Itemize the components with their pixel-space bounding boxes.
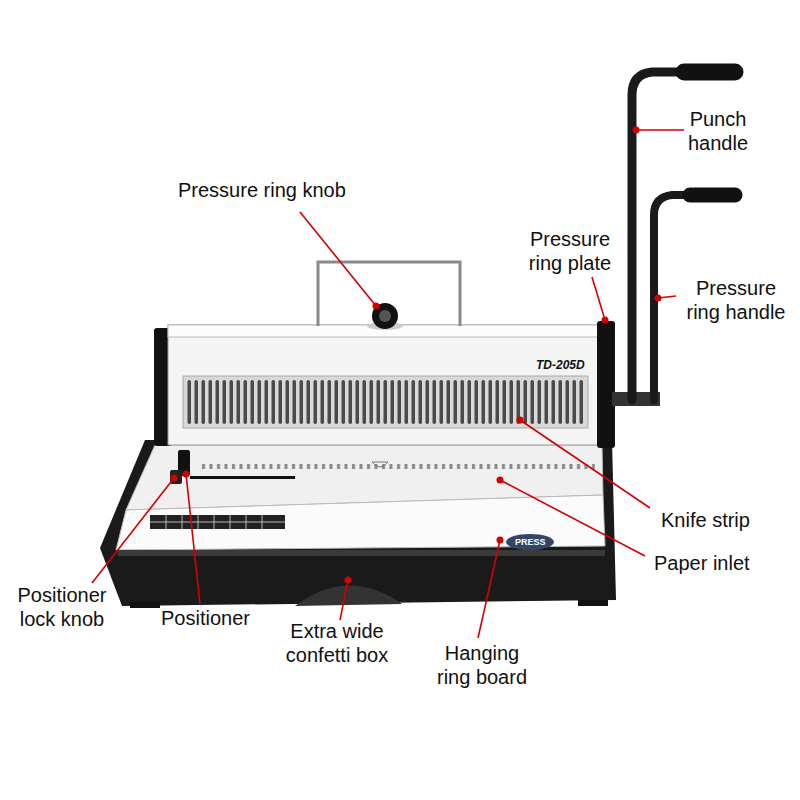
part-label: Positioner lock knob xyxy=(7,583,117,631)
part-label: Pressure ring handle xyxy=(680,276,792,324)
part-label: Extra wide confetti box xyxy=(272,619,402,667)
leader-dot xyxy=(183,471,190,478)
paper-inlet xyxy=(200,460,595,474)
leader-dot xyxy=(633,127,640,134)
center-mark xyxy=(372,462,388,467)
foot xyxy=(578,600,608,606)
leader-dot xyxy=(345,577,352,584)
leader-line xyxy=(478,540,500,638)
leader-dot xyxy=(373,303,380,310)
pressure-ring-knob xyxy=(372,303,398,329)
pressure-ring-handle-rod xyxy=(654,195,688,400)
leader-line xyxy=(636,129,684,131)
leader-lines xyxy=(92,130,684,638)
leader-dots xyxy=(171,127,662,584)
model-number: TD-205D xyxy=(536,358,585,372)
housing xyxy=(168,325,600,445)
part-label: Paper inlet xyxy=(654,551,750,575)
leader-line xyxy=(340,580,348,620)
pressure-ring-plate xyxy=(597,321,615,448)
leader-dot xyxy=(171,475,178,482)
setting-table xyxy=(150,515,285,529)
leader-line xyxy=(186,474,200,604)
base-frame xyxy=(100,440,616,606)
part-label: Punch handle xyxy=(678,107,758,155)
confetti-box-handle xyxy=(295,585,402,606)
leader-line xyxy=(500,480,645,556)
carry-handle xyxy=(318,262,460,326)
drawer-rim xyxy=(118,550,605,556)
pressure-ring-handle-grip xyxy=(690,188,735,203)
part-label: Pressure ring knob xyxy=(178,178,346,202)
foot xyxy=(130,602,160,608)
leader-line xyxy=(520,420,650,508)
knife-strip xyxy=(186,376,585,428)
part-label: Pressure ring plate xyxy=(520,227,620,275)
leader-line xyxy=(592,277,605,320)
setting-table-grid xyxy=(150,515,285,529)
leader-line xyxy=(92,478,174,583)
leader-dot xyxy=(517,417,524,424)
leader-dot xyxy=(497,537,504,544)
part-label: Knife strip xyxy=(661,508,750,532)
positioner-track xyxy=(190,476,295,479)
leader-dot xyxy=(602,317,609,324)
knife-strip-panel xyxy=(183,376,588,428)
knob-cap xyxy=(379,310,391,322)
leader-dot xyxy=(497,477,504,484)
press-button xyxy=(506,534,554,550)
leader-dot xyxy=(655,295,662,302)
part-label: Positioner xyxy=(161,606,250,630)
leader-line xyxy=(300,212,376,306)
button-label: PRESS xyxy=(515,537,546,548)
punch-handle-grip xyxy=(684,64,735,81)
part-label: Hanging ring board xyxy=(427,641,537,689)
